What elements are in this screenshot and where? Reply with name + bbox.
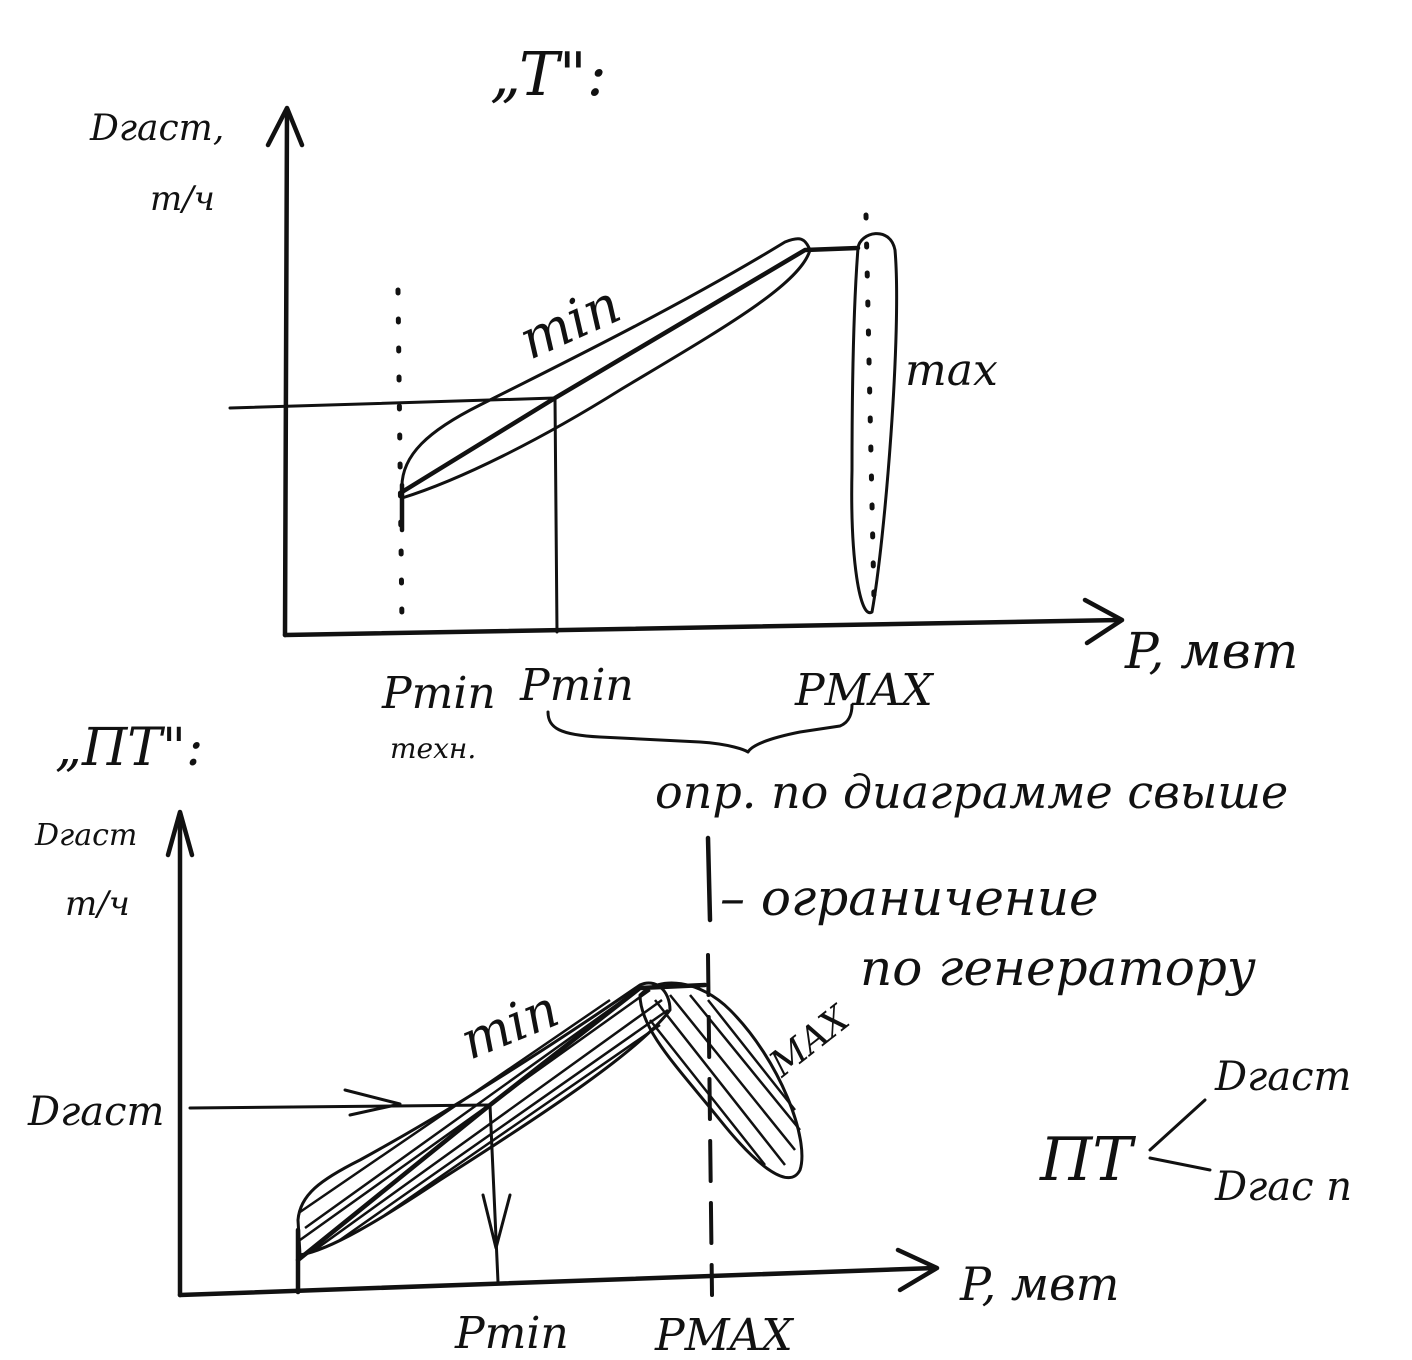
top-brace-note: опр. по диаграмме свыше	[655, 765, 1288, 819]
top-y-unit: т/ч	[150, 179, 215, 219]
top-max-loop	[850, 232, 899, 615]
bottom-horizontal-arrowhead	[343, 1088, 402, 1117]
top-x-axis	[282, 617, 1123, 638]
top-pmin-tech-dotted-line	[395, 287, 405, 628]
bottom-y-unit: т/ч	[65, 884, 130, 924]
top-y-label: Dгаст,	[89, 108, 224, 149]
top-brace	[546, 703, 854, 754]
bottom-limit-note-line1: – ограничение	[720, 869, 1099, 927]
bottom-y-label: Dгаст	[34, 818, 137, 853]
side-note: ПТ Dгаст Dгас п	[1039, 1054, 1352, 1210]
bottom-x-axis-arrowhead	[895, 1247, 940, 1293]
top-y-axis-arrowhead	[265, 105, 305, 148]
top-characteristic-line	[399, 245, 861, 495]
side-note-branch-top-label: Dгаст	[1214, 1054, 1351, 1100]
bottom-y-axis-arrowhead	[165, 809, 195, 858]
bottom-generator-limit-line	[706, 953, 714, 1297]
bottom-x-axis	[177, 1265, 938, 1298]
bottom-horizontal-guide	[188, 1103, 492, 1110]
bottom-tick-pmin: Pmin	[454, 1308, 569, 1359]
top-graph: „T": Dгаст, т/ч P, мвт min max Pmin техн…	[89, 40, 1298, 819]
bottom-graph-title: „ПТ":	[55, 718, 203, 778]
bottom-vertical-arrowhead	[481, 1193, 512, 1250]
top-tick-pmin-tech: Pmin	[381, 668, 496, 719]
bottom-graph: „ПТ": Dгаст т/ч P, мвт Dгаст	[27, 718, 1256, 1360]
top-tick-pmin: Pmin	[519, 660, 634, 711]
bottom-y-tick: Dгаст	[27, 1089, 164, 1135]
side-note-branch-top	[1148, 1098, 1207, 1152]
top-max-label: max	[905, 345, 998, 396]
top-pmin-drop-line	[553, 396, 559, 634]
side-note-branch-bottom-label: Dгас п	[1214, 1164, 1352, 1210]
top-pmax-dotted-line	[863, 212, 877, 603]
side-note-branch-bottom	[1148, 1156, 1212, 1172]
top-x-label: P, мвт	[1124, 622, 1298, 680]
top-horizontal-guide	[228, 396, 557, 410]
top-tick-pmin-tech-sub: техн.	[390, 732, 476, 765]
bottom-tick-pmax: PMAX	[654, 1310, 794, 1360]
top-min-envelope	[400, 237, 812, 500]
bottom-generator-limit-mark	[705, 835, 713, 923]
top-tick-pmax: PMAX	[794, 665, 934, 716]
side-note-main: ПТ	[1039, 1125, 1136, 1195]
bottom-x-label: P, мвт	[959, 1257, 1119, 1311]
bottom-limit-note-line2: по генератору	[860, 939, 1256, 997]
top-y-axis	[282, 107, 290, 638]
bottom-characteristic-line	[295, 982, 708, 1263]
bottom-max-hatching	[649, 994, 801, 1166]
top-min-label: min	[510, 272, 630, 372]
top-graph-title: „T":	[490, 40, 607, 110]
bottom-min-band	[296, 981, 672, 1257]
top-x-axis-arrowhead	[1082, 597, 1125, 646]
